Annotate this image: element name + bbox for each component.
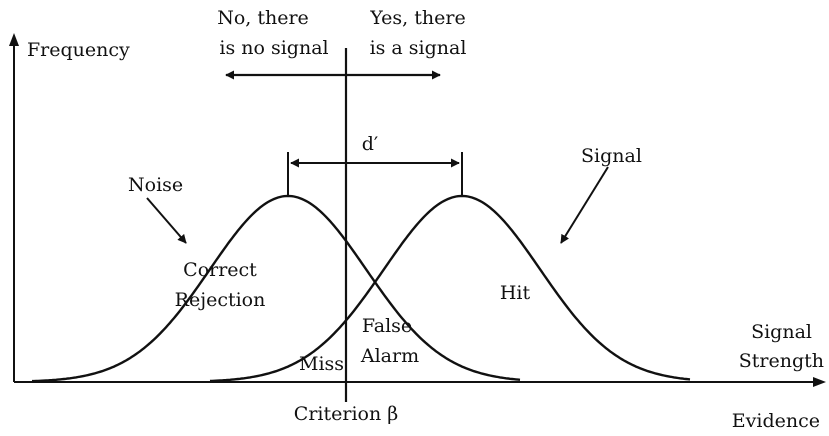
- false-alarm-line2: Alarm: [360, 345, 419, 367]
- correct-rejection-line2: Rejection: [175, 289, 266, 311]
- hit-label: Hit: [500, 282, 531, 304]
- miss-label: Miss: [299, 353, 344, 375]
- decision-no-line1: No, there: [217, 7, 309, 29]
- signal-pointer-arrow: [560, 166, 609, 244]
- false-alarm-line1: False: [362, 315, 412, 337]
- correct-rejection-line1: Correct: [183, 259, 257, 281]
- signal-label: Signal: [581, 145, 642, 167]
- y-axis-label: Frequency: [27, 39, 130, 61]
- decision-yes-line2: is a signal: [370, 37, 467, 59]
- x-axis-arrowhead: [813, 377, 826, 387]
- d-prime-label: d′: [362, 133, 378, 155]
- noise-label: Noise: [128, 174, 183, 196]
- x-axis-label-line2: Strength: [739, 350, 824, 372]
- decision-yes-line1: Yes, there: [369, 7, 465, 29]
- x-axis-label-line1: Signal: [751, 321, 812, 343]
- noise-pointer-arrow: [146, 197, 187, 244]
- y-axis-arrowhead: [9, 33, 19, 46]
- signal-curve: [209, 194, 691, 383]
- criterion-label: Criterion β: [294, 403, 398, 425]
- noise-curve: [32, 194, 521, 383]
- x-axis-sublabel: Evidence: [732, 410, 820, 432]
- decision-no-line2: is no signal: [219, 37, 328, 59]
